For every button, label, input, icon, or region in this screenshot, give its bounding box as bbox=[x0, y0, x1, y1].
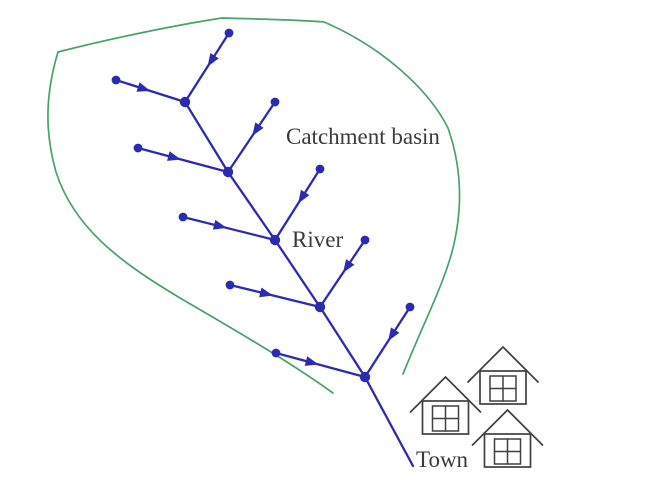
source-dot bbox=[405, 302, 415, 312]
tributary-line bbox=[228, 283, 322, 309]
flow-arrow-icon bbox=[343, 259, 355, 273]
flow-arrow-icon bbox=[212, 219, 227, 230]
source-dot bbox=[315, 164, 325, 174]
source-dot bbox=[360, 235, 370, 245]
junction-dot bbox=[269, 234, 281, 246]
source-dot bbox=[225, 280, 235, 290]
flow-arrow-icon bbox=[298, 189, 310, 204]
house-body bbox=[483, 433, 532, 468]
tributary-line bbox=[181, 215, 277, 242]
tributary-line bbox=[226, 100, 277, 174]
junction-dot bbox=[222, 166, 234, 178]
house-icon bbox=[409, 375, 482, 435]
tributary-line bbox=[136, 146, 230, 174]
flow-arrow-icon bbox=[252, 122, 264, 136]
flow-arrow-icon bbox=[259, 287, 273, 298]
tributary-line bbox=[274, 351, 367, 379]
house-icon bbox=[471, 408, 544, 468]
flow-arrow-icon bbox=[304, 356, 319, 366]
flow-arrow-icon bbox=[167, 151, 181, 161]
river-label: River bbox=[292, 227, 343, 252]
source-dot bbox=[133, 143, 143, 153]
house-icon bbox=[467, 345, 539, 405]
house-body bbox=[421, 400, 470, 435]
junction-dot bbox=[179, 96, 191, 108]
tributary-line bbox=[318, 238, 367, 309]
river-network bbox=[111, 28, 415, 468]
junction-dot bbox=[359, 371, 371, 383]
flow-arrow-icon bbox=[388, 327, 400, 342]
flow-arrow-icon bbox=[136, 82, 151, 92]
catchment-basin-outline bbox=[47, 17, 461, 394]
junction-dot bbox=[314, 301, 326, 313]
tributary-line bbox=[363, 305, 412, 379]
house-body bbox=[479, 370, 527, 405]
source-dot bbox=[271, 348, 281, 358]
flow-arrow-icon bbox=[207, 52, 219, 67]
town-label: Town bbox=[416, 447, 469, 472]
source-dot bbox=[111, 75, 121, 85]
catchment-basin-label: Catchment basin bbox=[286, 124, 440, 149]
town-houses bbox=[409, 345, 544, 468]
tributary-line bbox=[114, 78, 187, 104]
source-dot bbox=[224, 28, 234, 38]
tributary-line bbox=[273, 167, 322, 242]
source-dot bbox=[270, 97, 280, 107]
source-dot bbox=[178, 212, 188, 222]
